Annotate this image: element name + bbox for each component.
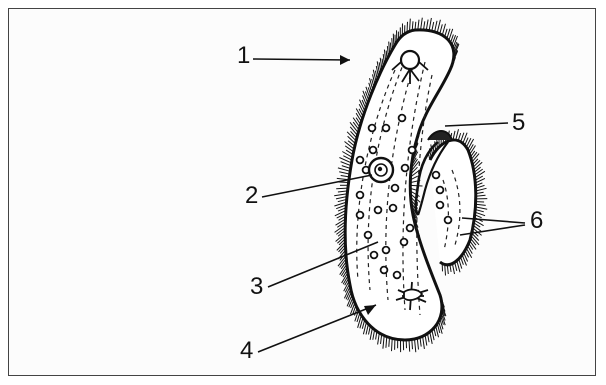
cilium: [421, 18, 423, 30]
food-vacuole-dot: [437, 202, 444, 209]
cilium: [370, 328, 372, 340]
cilium: [475, 207, 487, 209]
cilium: [383, 336, 384, 349]
food-vacuole-dot: [383, 125, 390, 132]
cilium: [345, 142, 355, 150]
cilium: [423, 336, 425, 349]
cilium: [336, 188, 348, 189]
food-vacuole-dot: [433, 172, 440, 179]
label-4: 4: [240, 337, 253, 364]
food-vacuole-dot: [401, 239, 408, 246]
food-vacuole-dot: [399, 115, 406, 122]
food-vacuole-dot: [381, 267, 388, 274]
label-2: 2: [245, 182, 258, 209]
food-vacuole-dot: [390, 205, 397, 212]
cilium: [475, 171, 485, 178]
cilium: [410, 185, 422, 186]
leader-line-1: [253, 59, 350, 60]
leader-line-5: [445, 123, 508, 126]
food-vacuole-dot: [407, 225, 414, 232]
cilium: [339, 172, 350, 174]
cilium: [435, 21, 437, 32]
cilium: [476, 188, 487, 191]
cilium: [386, 337, 387, 348]
food-vacuole-dot: [370, 147, 377, 154]
food-vacuole-dot: [402, 165, 409, 172]
food-vacuole-dot: [437, 187, 444, 194]
label-1: 1: [237, 42, 250, 69]
cilium: [334, 194, 347, 196]
label-3: 3: [250, 273, 263, 300]
food-vacuole-dot: [357, 192, 364, 199]
cilium: [430, 332, 432, 344]
cilium: [442, 24, 445, 35]
arrowhead-1: [340, 55, 350, 65]
cilium: [409, 340, 410, 352]
cilium: [392, 338, 393, 351]
food-vacuole-dot: [394, 272, 401, 279]
cilium: [378, 333, 380, 345]
cilium: [338, 168, 350, 171]
label-5: 5: [512, 109, 525, 136]
food-vacuole-dot: [371, 252, 378, 259]
cilium: [452, 264, 454, 274]
food-vacuole-dot: [383, 247, 390, 254]
food-vacuole-dot: [375, 207, 382, 214]
food-vacuole-dot: [357, 212, 364, 219]
leader-line-4: [258, 305, 376, 352]
cilium: [417, 338, 418, 349]
food-vacuole-dot: [365, 232, 372, 239]
cilium: [437, 20, 440, 33]
cilium: [415, 339, 416, 352]
cilium: [410, 19, 411, 32]
macronucleus: [369, 158, 393, 182]
food-vacuole-dot: [392, 185, 399, 192]
food-vacuole-dot: [409, 147, 416, 154]
food-vacuole-dot: [369, 125, 376, 132]
cilium: [426, 20, 428, 31]
cilium: [456, 129, 459, 140]
cilium: [476, 204, 486, 205]
cilium: [429, 18, 431, 31]
label-6: 6: [530, 207, 543, 234]
food-vacuole-dot: [357, 157, 364, 164]
food-vacuole-dot: [445, 217, 452, 224]
